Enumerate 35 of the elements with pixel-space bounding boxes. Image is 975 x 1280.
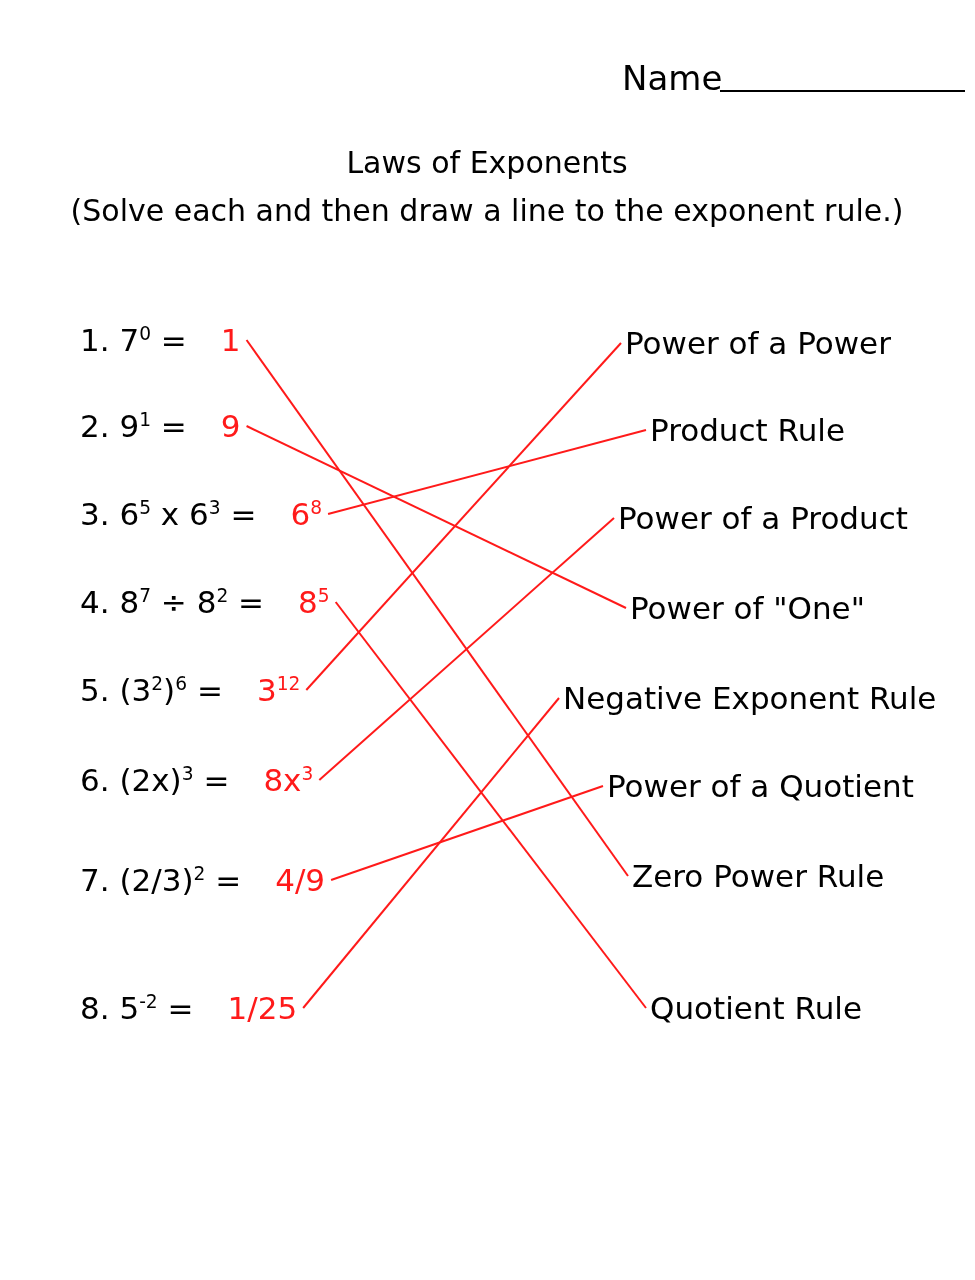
instructions-text: (Solve each and then draw a line to the exponent rule.) [70, 193, 904, 228]
matching-line [318, 517, 615, 781]
rule-text: Quotient Rule [650, 990, 862, 1026]
problem-text: 2. 9$^{1}$ = [80, 408, 187, 444]
rule-text: Product Rule [650, 412, 846, 448]
problem-text: 1. 7$^{0}$ = [80, 322, 187, 358]
name-label: Name [622, 58, 723, 98]
problem-text: 6. (2x)$^{3}$ = [80, 762, 230, 798]
rule-text: Zero Power Rule [632, 858, 885, 894]
problem-text: 3. 6$^{5}$ x 6$^{3}$ = [80, 496, 257, 532]
matching-line [305, 342, 622, 691]
rule-text: Power of a Power [625, 325, 891, 361]
matching-line [327, 429, 647, 515]
matching-line [330, 785, 604, 881]
rule-text: Power of a Product [618, 500, 908, 536]
answer-text: 9 [220, 408, 241, 444]
answer-text: 8$^{5}$ [298, 584, 330, 620]
matching-line [245, 339, 629, 877]
rule-text: Negative Exponent Rule [563, 680, 937, 716]
problem-text: 8. 5$^{-2}$ = [80, 990, 194, 1026]
rule-text: Power of a Quotient [607, 768, 914, 804]
answer-text: 3$^{12}$ [256, 672, 301, 708]
answer-text: 8x$^{3}$ [263, 762, 314, 798]
matching-line [302, 697, 560, 1009]
answer-text: 1 [220, 322, 241, 358]
title-text: Laws of Exponents [346, 145, 628, 180]
answer-text: 1/25 [227, 990, 298, 1026]
answer-text: 6$^{8}$ [290, 496, 323, 532]
problem-text: 4. 8$^{7}$ ÷ 8$^{2}$ = [80, 584, 265, 620]
matching-line [334, 601, 647, 1009]
problem-text: 7. (2/3)$^{2}$ = [80, 862, 242, 898]
matching-line [245, 425, 627, 609]
rule-text: Power of "One" [630, 590, 865, 626]
problem-text: 5. (3$^{2}$)$^{6}$ = [80, 672, 223, 708]
answer-text: 4/9 [275, 862, 326, 898]
